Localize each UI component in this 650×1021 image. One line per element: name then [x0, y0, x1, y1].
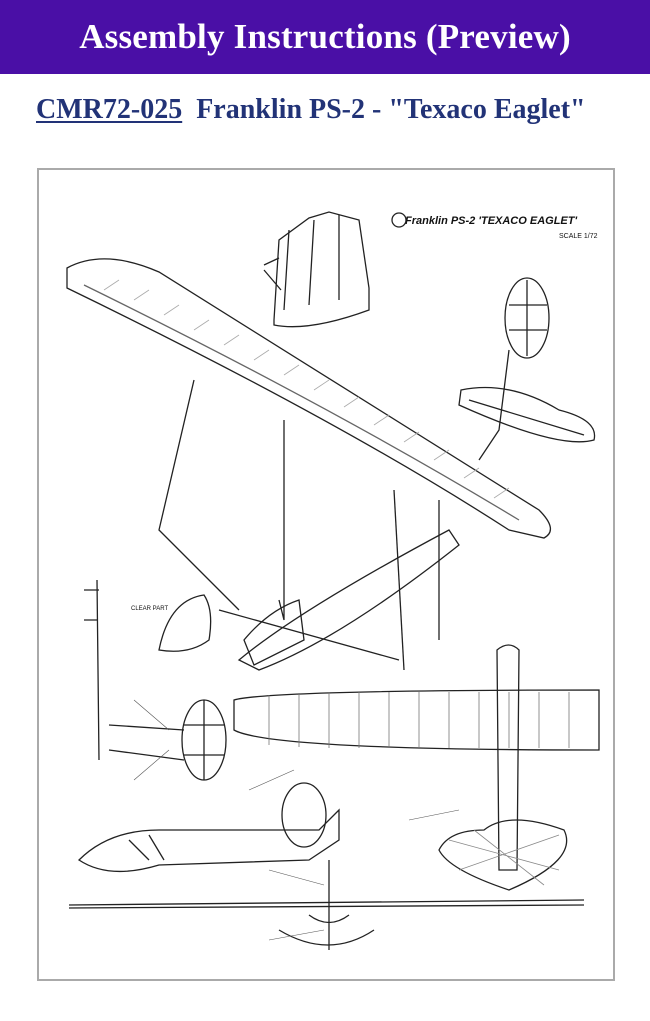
page-header: Assembly Instructions (Preview)	[0, 0, 650, 74]
side-profile-drawing	[77, 808, 340, 873]
rudder-drawing	[504, 277, 550, 359]
horizontal-stabilizer-drawing	[458, 386, 596, 443]
fuselage-drawing	[237, 529, 460, 671]
tail-plan-drawing	[438, 819, 568, 891]
drawing-title: Franklin PS-2 'TEXACO EAGLET'	[405, 215, 577, 227]
front-view-wing-drawing	[68, 899, 585, 906]
rudder-side-drawing	[281, 782, 327, 848]
top-view-fuselage-drawing	[496, 644, 520, 871]
clear-part-drawing	[158, 594, 212, 652]
product-name: Franklin PS-2 - "Texaco Eaglet"	[196, 94, 586, 125]
page-header-title: Assembly Instructions (Preview)	[79, 17, 571, 56]
drawing-scale: SCALE 1/72	[559, 233, 598, 240]
logo-icon	[391, 212, 407, 228]
instruction-preview-image: Franklin PS-2 'TEXACO EAGLET' SCALE 1/72…	[37, 168, 615, 981]
cockpit-callout: CLEAR PART	[131, 606, 168, 612]
plan-view-wing-drawing	[233, 689, 600, 751]
product-title: CMR72-025 Franklin PS-2 - "Texaco Eaglet"	[36, 92, 626, 128]
product-code-link[interactable]: CMR72-025	[36, 94, 183, 125]
cockpit-frame-drawing	[273, 211, 370, 328]
main-wing-drawing	[66, 258, 551, 539]
line-drawing-image: Franklin PS-2 'TEXACO EAGLET' SCALE 1/72…	[66, 211, 600, 950]
